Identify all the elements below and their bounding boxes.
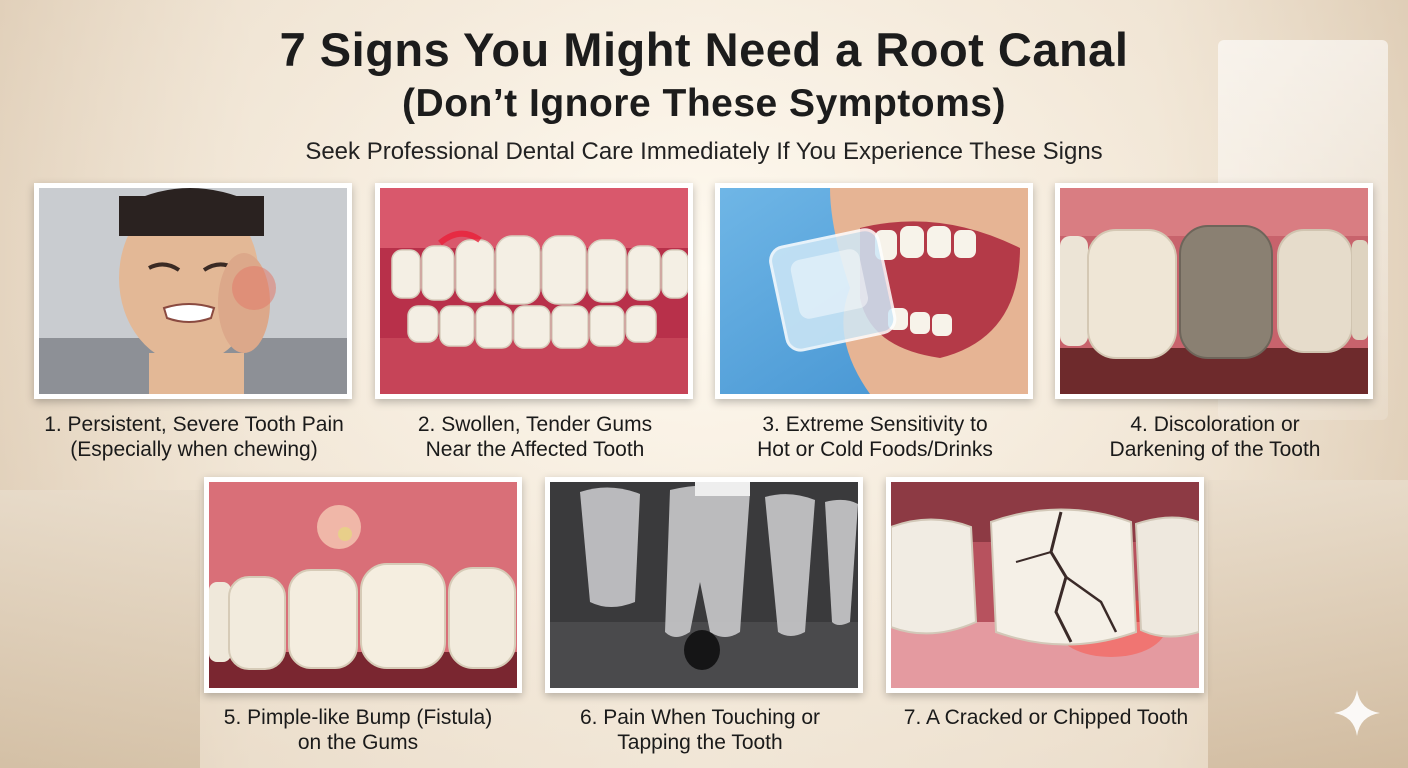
- sign-5-detail: on the Gums: [297, 731, 419, 754]
- sign-3-detail: Hot or Cold Foods/Drinks: [757, 438, 993, 461]
- sign-2-caption: 2. Swollen, Tender Gums Near the Affecte…: [355, 412, 715, 462]
- sign-2-image: [375, 183, 693, 399]
- sign-7-caption: 7. A Cracked or Chipped Tooth: [866, 705, 1226, 730]
- sign-4-detail: Darkening of the Tooth: [1109, 438, 1321, 461]
- sign-6-image: [545, 477, 863, 693]
- sign-4-image: [1055, 183, 1373, 399]
- sign-4-title: 4. Discoloration or: [1130, 413, 1300, 436]
- sign-7-title: 7. A Cracked or Chipped Tooth: [903, 706, 1189, 729]
- page-title-secondary: (Don’t Ignore These Symptoms): [402, 82, 1006, 125]
- page-subtitle: Seek Professional Dental Care Immediatel…: [305, 138, 1103, 165]
- background-cabinet-left: [0, 490, 200, 768]
- sign-1-detail: (Especially when chewing): [70, 438, 318, 461]
- sign-6-detail: Tapping the Tooth: [617, 731, 783, 754]
- sign-5-caption: 5. Pimple-like Bump (Fistula) on the Gum…: [178, 705, 538, 755]
- sign-5-title: 5. Pimple-like Bump (Fistula): [223, 706, 493, 729]
- sign-6-caption: 6. Pain When Touching or Tapping the Too…: [520, 705, 880, 755]
- sign-3-title: 3. Extreme Sensitivity to: [762, 413, 988, 436]
- sign-2-title: 2. Swollen, Tender Gums: [417, 413, 653, 436]
- sparkle-icon: [1334, 690, 1380, 736]
- sign-3-image: [715, 183, 1033, 399]
- sign-1-image: [34, 183, 352, 399]
- page-title: 7 Signs You Might Need a Root Canal: [279, 23, 1129, 76]
- sign-3-caption: 3. Extreme Sensitivity to Hot or Cold Fo…: [695, 412, 1055, 462]
- sign-5-image: [204, 477, 522, 693]
- sign-7-image: [886, 477, 1204, 693]
- sign-1-caption: 1. Persistent, Severe Tooth Pain (Especi…: [14, 412, 374, 462]
- background-cabinet-right: [1208, 480, 1408, 768]
- sign-1-title: 1. Persistent, Severe Tooth Pain: [44, 413, 344, 436]
- sign-4-caption: 4. Discoloration or Darkening of the Too…: [1035, 412, 1395, 462]
- sign-6-title: 6. Pain When Touching or: [579, 706, 821, 729]
- sign-2-detail: Near the Affected Tooth: [425, 438, 645, 461]
